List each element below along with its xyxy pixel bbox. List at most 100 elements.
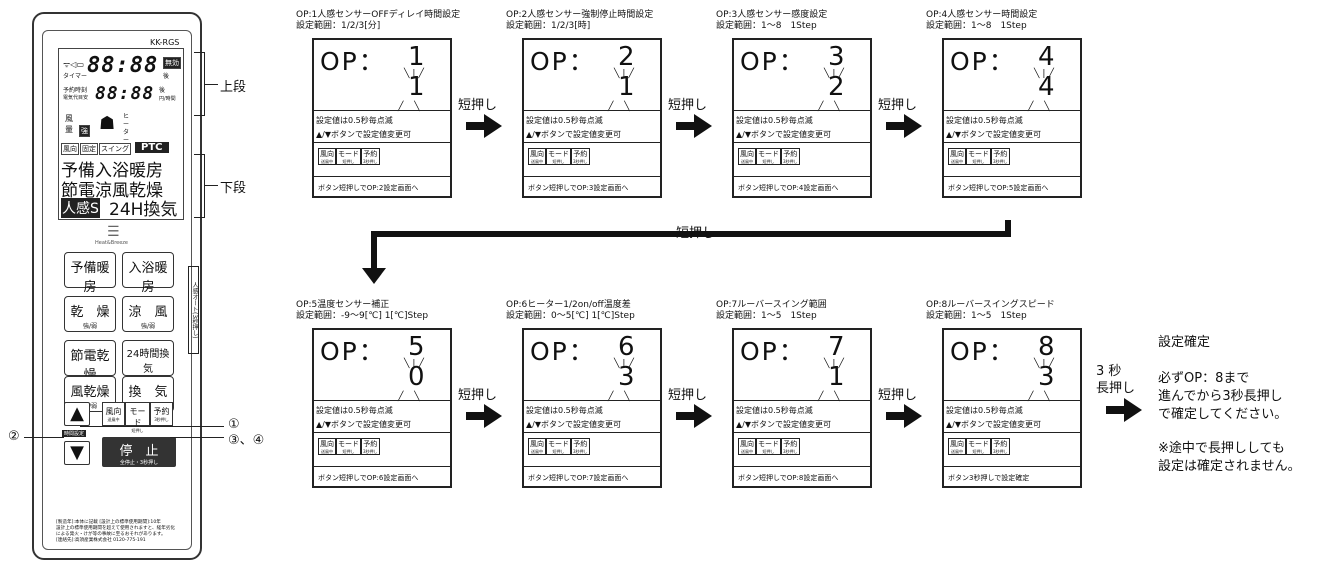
down-button[interactable]: ▼ bbox=[64, 441, 90, 465]
short-press-label: 短押し bbox=[458, 388, 498, 403]
op-value: 3 bbox=[1038, 362, 1055, 392]
mode-button-sub: 強/弱 bbox=[82, 323, 98, 330]
mode-button-label: 乾 燥 bbox=[70, 305, 110, 320]
callout-34: ③、④ bbox=[228, 433, 265, 448]
mode-button-label: 換 気 bbox=[128, 385, 168, 400]
panel-3-range: 設定範囲：1～8 1Step bbox=[716, 21, 817, 31]
panel-4: OP：4╲|╱4╱ ╲設定値は0.5秒毎点滅▲/▼ボタンで設定値変更可風向送風中… bbox=[942, 38, 1082, 198]
short-press-label: 短押し bbox=[668, 388, 708, 403]
panel-divider-2 bbox=[314, 432, 450, 433]
remote-footer: [製造年]:本体に記載 [設計上の標準使用期間]:10年 設計上の標準使用期間を… bbox=[56, 520, 176, 543]
after-hour: 後 bbox=[163, 73, 170, 80]
panel-divider-2 bbox=[314, 142, 450, 143]
blink-note: 設定値は0.5秒毎点滅 bbox=[946, 406, 1023, 415]
panel-divider-2 bbox=[734, 432, 870, 433]
callout-2-line bbox=[24, 437, 64, 438]
short-press-arrow bbox=[676, 114, 712, 138]
panel-divider bbox=[314, 110, 450, 111]
panel-8-title: OP:8ルーバースイングスピード bbox=[926, 300, 1055, 310]
op-label: OP： bbox=[740, 47, 806, 76]
mini-wind-button: 風向送風中 bbox=[738, 148, 756, 165]
blink-note: 設定値は0.5秒毎点滅 bbox=[316, 406, 393, 415]
panel-5: OP：5╲|╱0╱ ╲設定値は0.5秒毎点滅▲/▼ボタンで設定値変更可風向送風中… bbox=[312, 328, 452, 488]
mode-button-4[interactable]: 涼 風強/弱 bbox=[122, 296, 174, 332]
button-note: ▲/▼ボタンで設定値変更可 bbox=[316, 130, 411, 139]
blink-note: 設定値は0.5秒毎点滅 bbox=[316, 116, 393, 125]
short-press-label: 短押し bbox=[878, 388, 918, 403]
op-label: OP： bbox=[530, 47, 596, 76]
long-press-line1: 3 秒 bbox=[1096, 364, 1122, 379]
blink-icon-bottom: ╱ ╲ bbox=[608, 392, 634, 402]
mode-button-3[interactable]: 乾 燥強/弱 bbox=[64, 296, 116, 332]
panel-footer: ボタン3秒押しで設定確定 bbox=[948, 474, 1030, 482]
op-value: 0 bbox=[408, 362, 425, 392]
mode-button-label: 予備暖房 bbox=[70, 261, 110, 295]
after-in: 後 bbox=[159, 87, 166, 94]
wind-dir-button[interactable]: 風向送風中 bbox=[102, 402, 125, 426]
blink-icon-bottom: ╱ ╲ bbox=[398, 102, 424, 112]
panel-2-range: 設定範囲：1/2/3[時] bbox=[506, 21, 591, 31]
panel-footer: ボタン短押しでOP:7設定画面へ bbox=[528, 474, 629, 482]
reserve-label: 予約時刻 bbox=[63, 87, 88, 94]
short-press-arrow bbox=[676, 404, 712, 428]
op-label: OP： bbox=[320, 47, 386, 76]
panel-1-title: OP:1人感センサーOFFディレイ時間設定 bbox=[296, 10, 461, 20]
blink-icon-bottom: ╱ ╲ bbox=[818, 102, 844, 112]
mode-button-label: 風乾燥 bbox=[70, 385, 110, 400]
op-number: 4 bbox=[1038, 42, 1055, 72]
panel-divider-3 bbox=[524, 176, 660, 177]
mini-mode-button: モード短押し bbox=[546, 438, 571, 455]
confirm-line1: 必ずOP：8まで bbox=[1158, 371, 1250, 386]
short-press-label: 短押し bbox=[668, 98, 708, 113]
brand-name: Heat&Breeze bbox=[95, 240, 128, 246]
connector-label: 短押し bbox=[676, 226, 716, 241]
mode-button-5[interactable]: 節電乾燥強/弱 bbox=[64, 340, 116, 393]
mini-mode-button: モード短押し bbox=[546, 148, 571, 165]
upper-label: 上段 bbox=[220, 80, 247, 95]
mode-row-2: 節電涼風乾燥 bbox=[61, 181, 163, 201]
op-number: 7 bbox=[828, 332, 845, 362]
blink-icon-bottom: ╱ ╲ bbox=[608, 102, 634, 112]
op-number: 1 bbox=[408, 42, 425, 72]
time-set-label: 時間設定 bbox=[62, 430, 87, 437]
blink-icon: ╲|╱ bbox=[1034, 359, 1057, 369]
mode-button-sub: 強/弱 bbox=[82, 403, 98, 410]
short-press-arrow bbox=[466, 404, 502, 428]
panel-divider bbox=[524, 400, 660, 401]
panel-1-range: 設定範囲：1/2/3[分] bbox=[296, 21, 381, 31]
op-number: 3 bbox=[828, 42, 845, 72]
blink-icon: ╲|╱ bbox=[824, 69, 847, 79]
op-value: 2 bbox=[828, 72, 845, 102]
mini-wind-button: 風向送風中 bbox=[948, 438, 966, 455]
op-number: 8 bbox=[1038, 332, 1055, 362]
panel-4-range: 設定範囲：1～8 1Step bbox=[926, 21, 1027, 31]
blink-note: 設定値は0.5秒毎点滅 bbox=[736, 406, 813, 415]
blink-note: 設定値は0.5秒毎点滅 bbox=[946, 116, 1023, 125]
up-button[interactable]: ▲ bbox=[64, 402, 90, 426]
stop-button[interactable]: 停 止 全停止・3秒押し bbox=[102, 437, 176, 467]
mode-button-6[interactable]: 24時間換気一時停止/再開 bbox=[122, 340, 174, 385]
blink-icon: ╲|╱ bbox=[404, 359, 427, 369]
panel-6-title: OP:6ヒーター1/2on/off温度差 bbox=[506, 300, 631, 310]
panel-footer: ボタン短押しでOP:2設定画面へ bbox=[318, 184, 419, 192]
long-press-arrow bbox=[1106, 398, 1142, 422]
panel-divider bbox=[944, 110, 1080, 111]
op-value: 3 bbox=[618, 362, 635, 392]
blink-note: 設定値は0.5秒毎点滅 bbox=[526, 406, 603, 415]
short-press-label: 短押し bbox=[458, 98, 498, 113]
mini-wind-button: 風向送風中 bbox=[528, 438, 546, 455]
mode-button[interactable]: モード短押し bbox=[125, 402, 150, 433]
wind-label: 風量 bbox=[65, 114, 73, 134]
mode-human: 人感S bbox=[61, 198, 100, 218]
mode-button-2[interactable]: 入浴暖房 bbox=[122, 252, 174, 295]
mode-button-1[interactable]: 予備暖房強/弱 bbox=[64, 252, 116, 305]
tab-swing: スイング bbox=[99, 143, 131, 155]
short-press-arrow bbox=[466, 114, 502, 138]
